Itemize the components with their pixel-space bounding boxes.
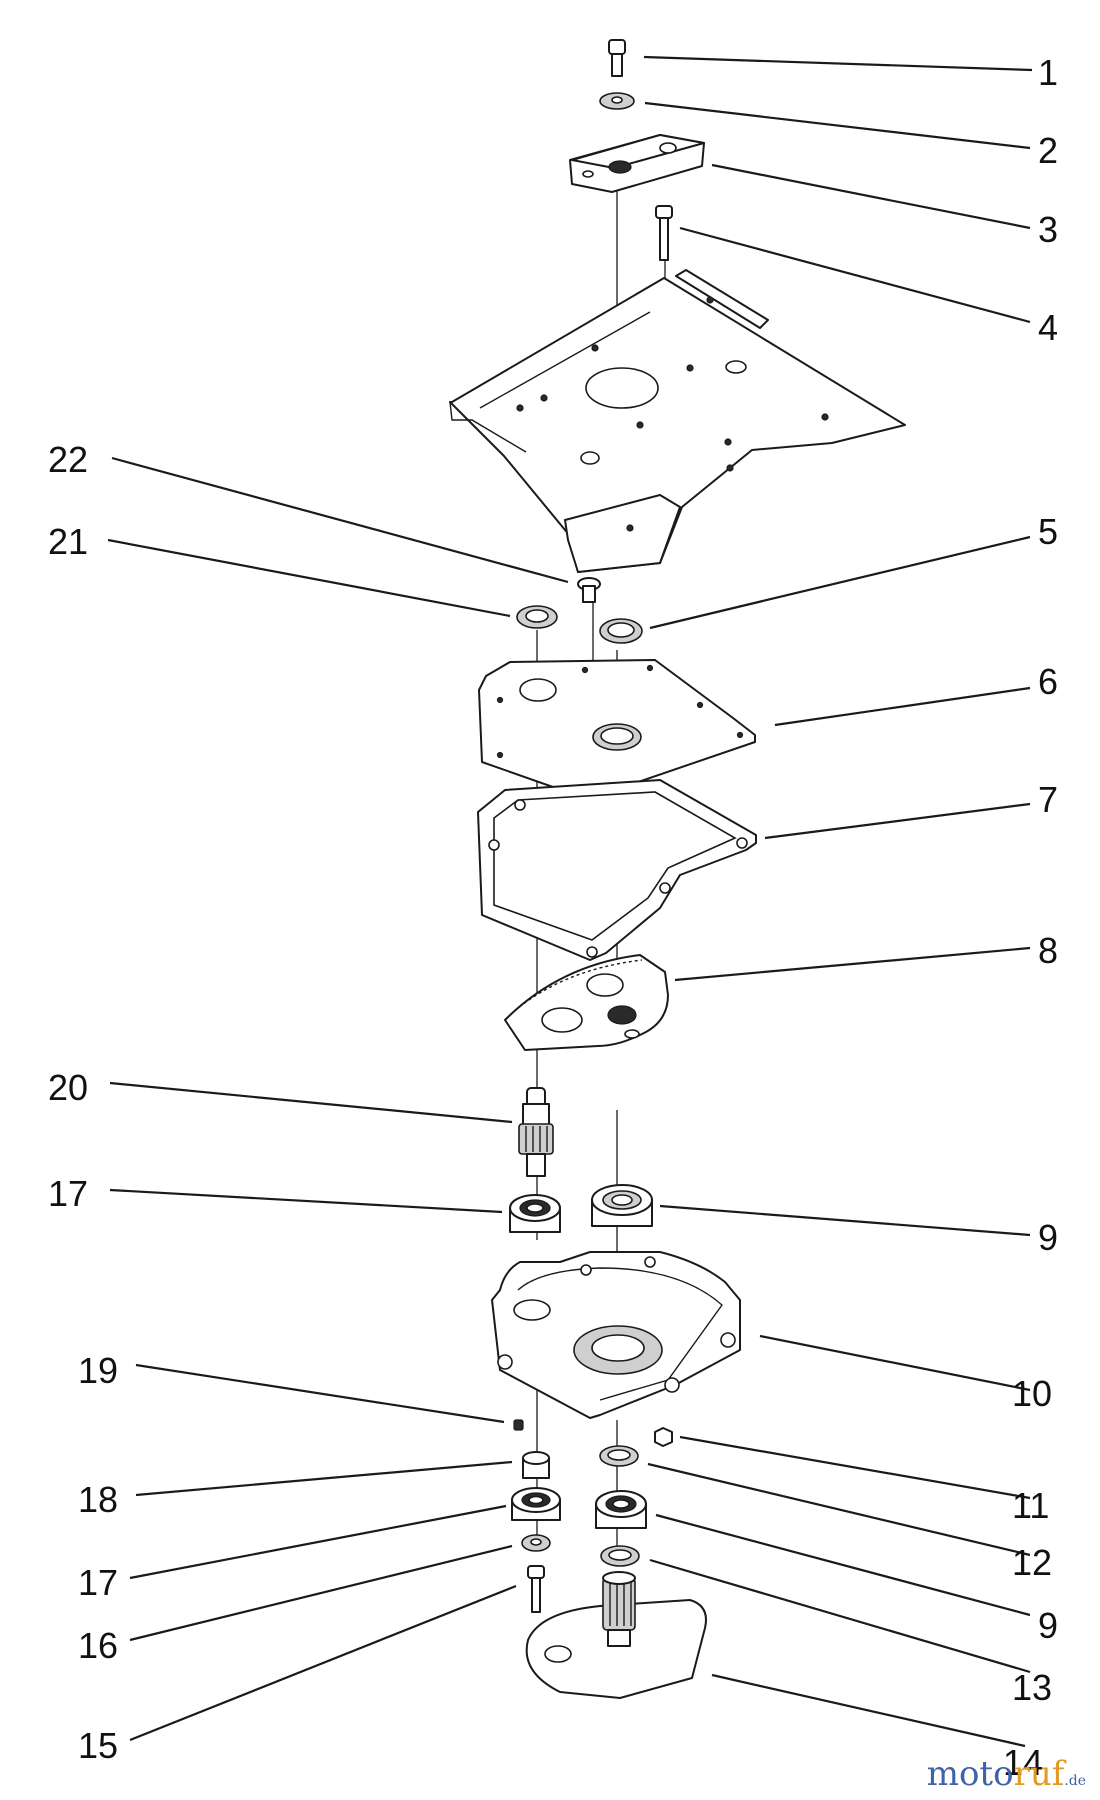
callout-22: 22 [48,439,88,480]
callout-14: 14 [1003,1742,1043,1783]
callout-9: 9 [1038,1217,1058,1258]
part-5-seal [599,618,643,644]
callout-6: 6 [1038,661,1058,702]
callout-19: 19 [78,1350,118,1391]
part-19-plug [513,1419,524,1431]
watermark-text-c: .de [1064,1773,1086,1789]
part-9-bearing-upper [591,1184,653,1227]
mounting-plate [449,269,906,573]
callout-16: 16 [78,1625,118,1666]
part-15-screw [527,1565,545,1613]
callout-20: 20 [48,1067,88,1108]
part-12-seal [599,1445,639,1467]
callout-17-lower: 17 [78,1562,118,1603]
callout-13: 13 [1012,1667,1052,1708]
part-9-bearing-lower [595,1490,647,1529]
part-10-gear-housing [491,1251,741,1419]
part-7-gasket [477,779,757,961]
part-21-seal [516,605,558,629]
part-3-bracket [569,134,705,193]
part-1-bolt [608,39,626,77]
part-20-pinion-shaft [518,1087,554,1177]
callout-9-lower: 9 [1038,1605,1058,1646]
part-22-bolt [577,577,601,603]
part-18-bushing [522,1451,550,1479]
callout-labels: 1 2 3 4 5 6 7 8 9 10 11 12 9 13 14 22 21… [48,52,1058,1783]
watermark-text-b: ruf [1013,1754,1065,1794]
part-11-nut [654,1427,673,1447]
callout-12: 12 [1012,1542,1052,1583]
callout-3: 3 [1038,209,1058,250]
callout-8: 8 [1038,930,1058,971]
part-4-screw [655,205,673,261]
part-16-washer [521,1534,551,1552]
part-17-bearing-lower [511,1487,561,1521]
callout-5: 5 [1038,511,1058,552]
callout-17: 17 [48,1173,88,1214]
part-14-output-arm [525,1571,707,1699]
callout-15: 15 [78,1725,118,1766]
callout-4: 4 [1038,307,1058,348]
callout-2: 2 [1038,130,1058,171]
part-17-bearing-upper [509,1194,561,1233]
callout-7: 7 [1038,779,1058,820]
watermark-text-a: moto [926,1754,1014,1794]
leader-lines [107,55,1033,1748]
callout-11: 11 [1012,1485,1049,1526]
callout-1: 1 [1038,52,1058,93]
watermark-logo: motoruf.de [927,1754,1086,1794]
callout-21: 21 [48,521,88,562]
part-13-washer [600,1545,640,1567]
part-8-sector-gear [504,954,669,1051]
callout-18: 18 [78,1479,118,1520]
callout-10: 10 [1012,1373,1052,1414]
part-2-washer [599,92,635,110]
part-6-cover-plate [478,659,756,801]
